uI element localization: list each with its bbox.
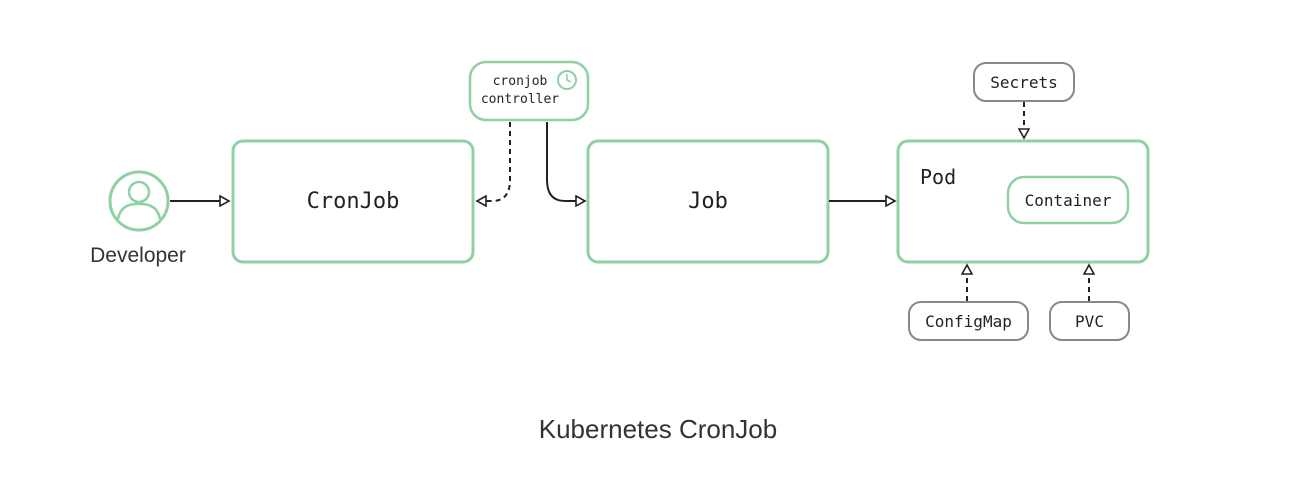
- edge-controller-to-job: [546, 122, 585, 201]
- developer-label: Developer: [90, 244, 186, 267]
- configmap-label: ConfigMap: [925, 311, 1012, 331]
- cronjob-label: CronJob: [306, 189, 400, 214]
- pod-label: Pod: [920, 165, 957, 189]
- edge-controller-to-cronjob: [477, 122, 511, 201]
- secrets-label: Secrets: [990, 72, 1058, 92]
- job-box[interactable]: [586, 139, 830, 264]
- secrets-box[interactable]: [973, 62, 1075, 102]
- configmap-box[interactable]: [908, 301, 1029, 341]
- developer-icon: [108, 170, 170, 232]
- pvc-label: PVC: [1075, 311, 1104, 331]
- container-box[interactable]: [1006, 175, 1130, 225]
- controller-label-line2: controller: [480, 92, 560, 107]
- cronjob-box[interactable]: [231, 139, 475, 264]
- controller-label-line1: cronjob: [492, 74, 548, 89]
- clock-icon: [557, 70, 577, 90]
- diagram-caption: Kubernetes CronJob: [538, 414, 778, 444]
- container-label: Container: [1024, 190, 1112, 210]
- pvc-box[interactable]: [1049, 301, 1130, 341]
- job-label: Job: [688, 189, 728, 214]
- controller-label: cronjob controller: [470, 66, 570, 116]
